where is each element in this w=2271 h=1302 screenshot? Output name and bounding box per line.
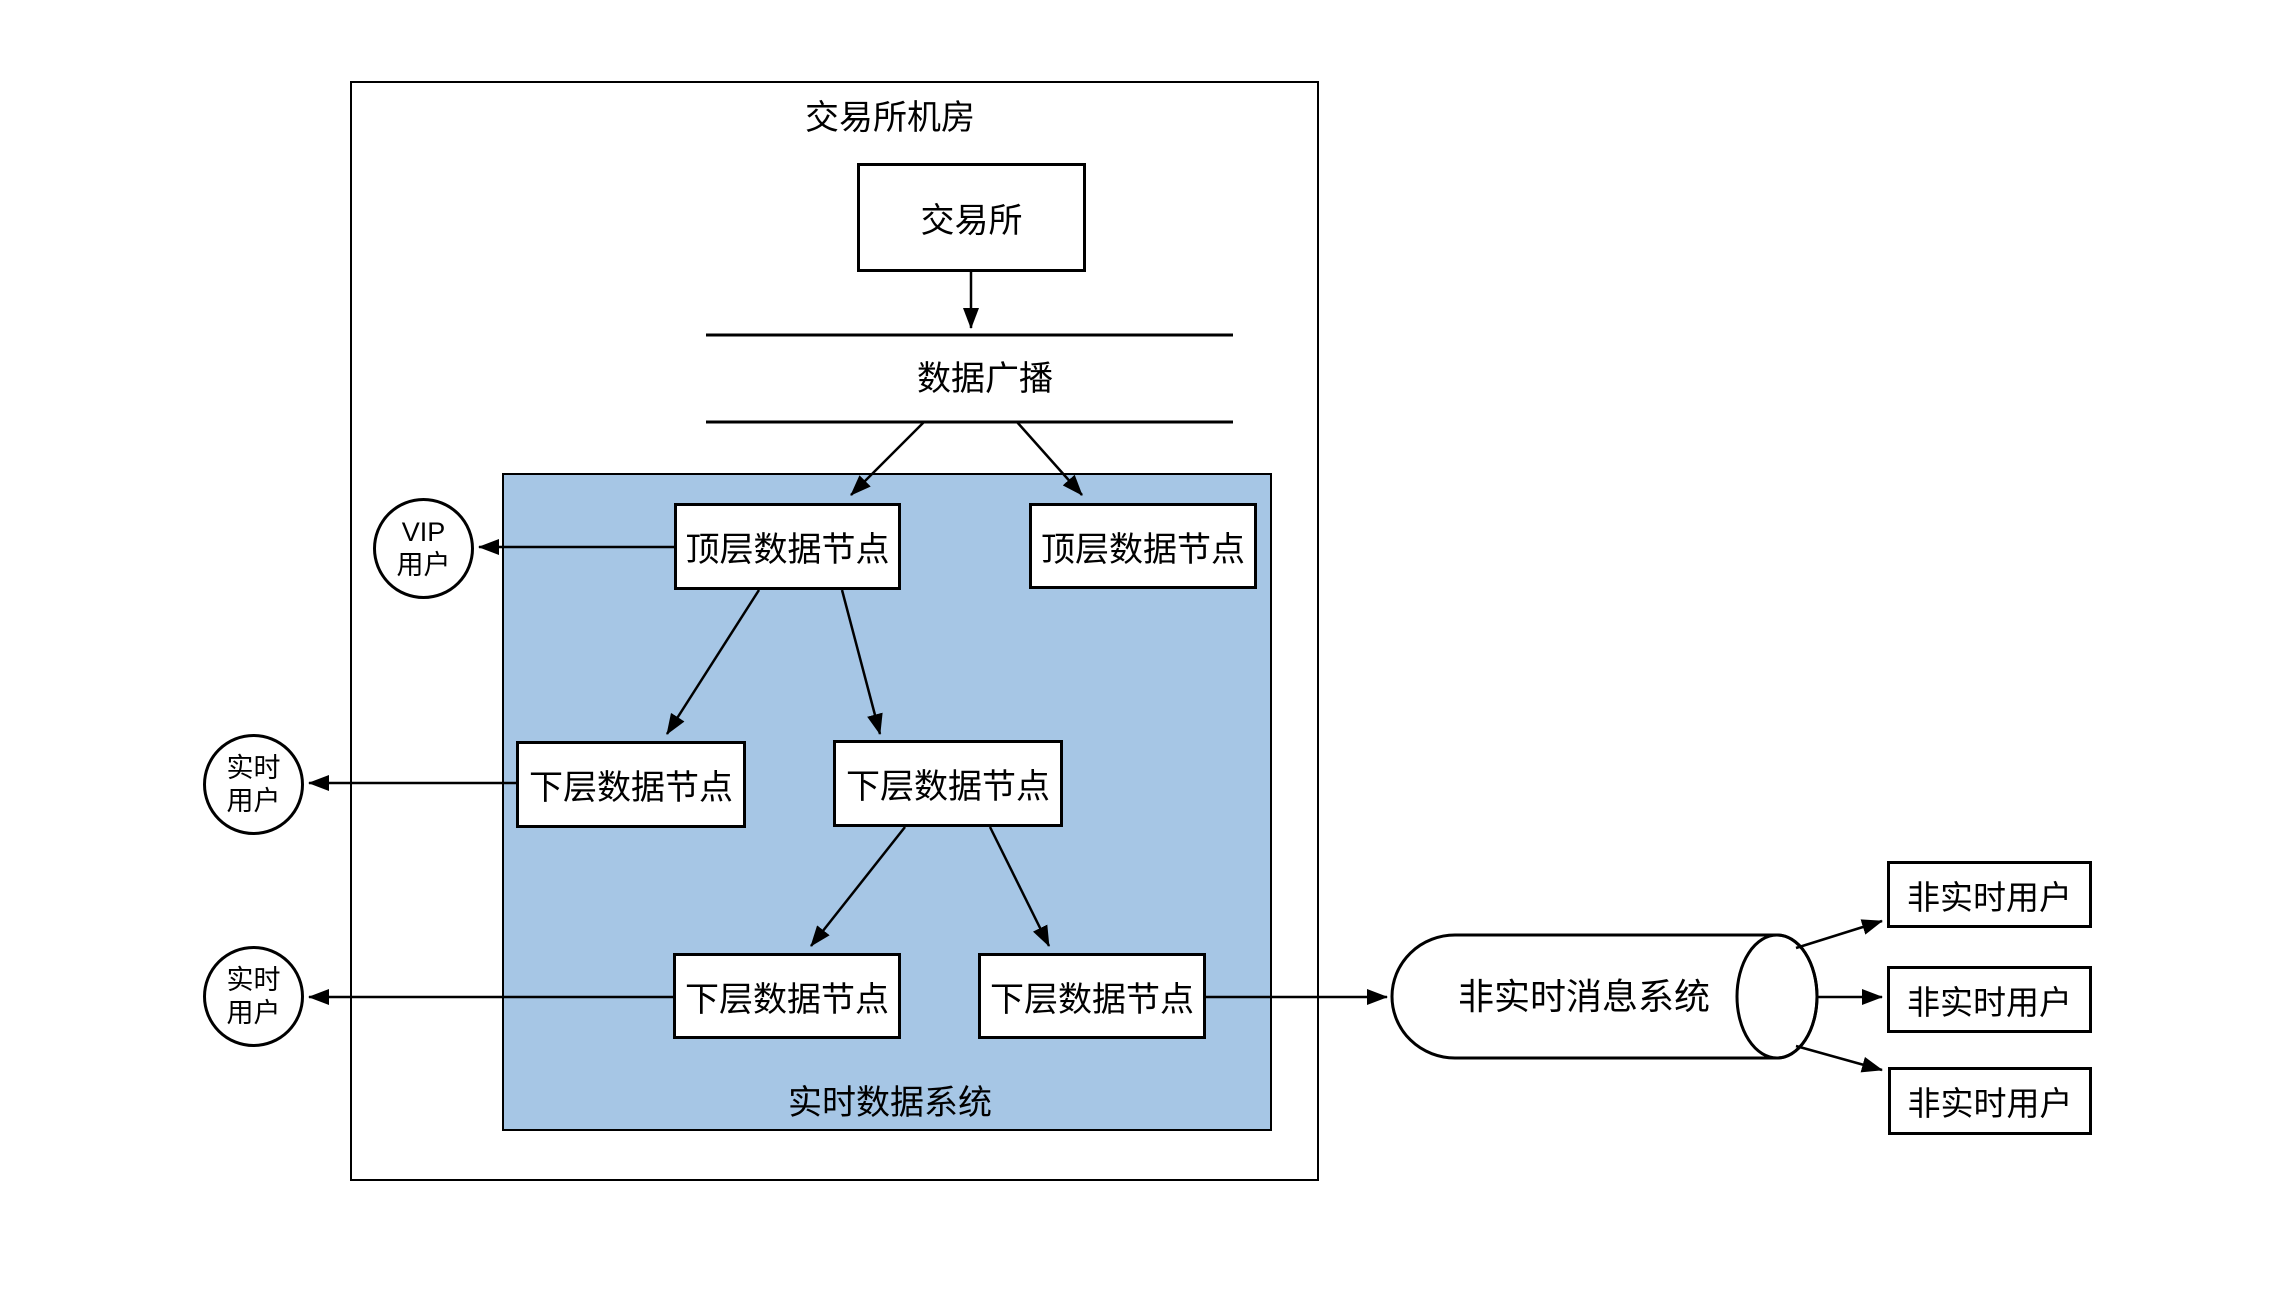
edge-bus-to-top-node-1 bbox=[850, 421, 925, 496]
exchange-node: 交易所 bbox=[857, 163, 1086, 272]
vip-user-line2: 用户 bbox=[396, 549, 451, 580]
lower-data-node-2: 下层数据节点 bbox=[833, 740, 1063, 827]
broadcast-bus-label: 数据广播 bbox=[917, 360, 1053, 398]
lower-data-node-1: 下层数据节点 bbox=[516, 741, 746, 828]
edge-bus-to-top-node-2 bbox=[1016, 421, 1083, 496]
exchange-room-title: 交易所机房 bbox=[805, 99, 975, 137]
non-realtime-user-3-label: 非实时用户 bbox=[1907, 1085, 2073, 1122]
top-data-node-2-label: 顶层数据节点 bbox=[1041, 530, 1245, 569]
lower-data-node-3-label: 下层数据节点 bbox=[685, 980, 889, 1019]
non-realtime-user-box-1: 非实时用户 bbox=[1887, 861, 2092, 928]
realtime-system-label: 实时数据系统 bbox=[788, 1084, 992, 1122]
exchange-node-label: 交易所 bbox=[920, 202, 1023, 240]
realtime-user-2-line1: 实时 bbox=[226, 964, 281, 995]
edge-mid-node-2-to-bot-node-1 bbox=[810, 826, 906, 947]
lower-data-node-2-label: 下层数据节点 bbox=[846, 768, 1050, 806]
message-system-label: 非实时消息系统 bbox=[1457, 976, 1710, 1017]
lower-data-node-3: 下层数据节点 bbox=[673, 953, 901, 1039]
edge-top-node-1-to-mid-node-1 bbox=[665, 589, 761, 735]
non-realtime-user-box-2: 非实时用户 bbox=[1887, 966, 2092, 1033]
edge-message-system-to-nrt-user-1 bbox=[1795, 919, 1883, 950]
lower-data-node-4: 下层数据节点 bbox=[978, 953, 1206, 1039]
realtime-user-1-line1: 实时 bbox=[226, 752, 281, 783]
top-data-node-2: 顶层数据节点 bbox=[1029, 503, 1257, 589]
edge-mid-node-2-to-bot-node-2 bbox=[988, 826, 1051, 947]
edge-top-node-1-to-mid-node-2 bbox=[840, 589, 883, 735]
exchange-room-container bbox=[350, 81, 1319, 1181]
top-data-node-1: 顶层数据节点 bbox=[674, 503, 901, 590]
top-data-node-1-label: 顶层数据节点 bbox=[685, 531, 890, 569]
realtime-user-circle-2: 实时 用户 bbox=[203, 946, 304, 1047]
vip-user-line1: VIP bbox=[401, 516, 446, 547]
vip-user-circle: VIP 用户 bbox=[373, 498, 474, 599]
realtime-user-2-line2: 用户 bbox=[226, 997, 281, 1028]
lower-data-node-1-label: 下层数据节点 bbox=[529, 769, 733, 807]
lower-data-node-4-label: 下层数据节点 bbox=[990, 980, 1194, 1019]
realtime-user-circle-1: 实时 用户 bbox=[203, 734, 304, 835]
realtime-user-1-line2: 用户 bbox=[226, 785, 281, 816]
non-realtime-user-box-3: 非实时用户 bbox=[1888, 1067, 2092, 1135]
non-realtime-user-1-label: 非实时用户 bbox=[1907, 878, 2072, 916]
non-realtime-user-2-label: 非实时用户 bbox=[1907, 983, 2072, 1021]
edge-message-system-to-nrt-user-3 bbox=[1795, 1044, 1883, 1073]
